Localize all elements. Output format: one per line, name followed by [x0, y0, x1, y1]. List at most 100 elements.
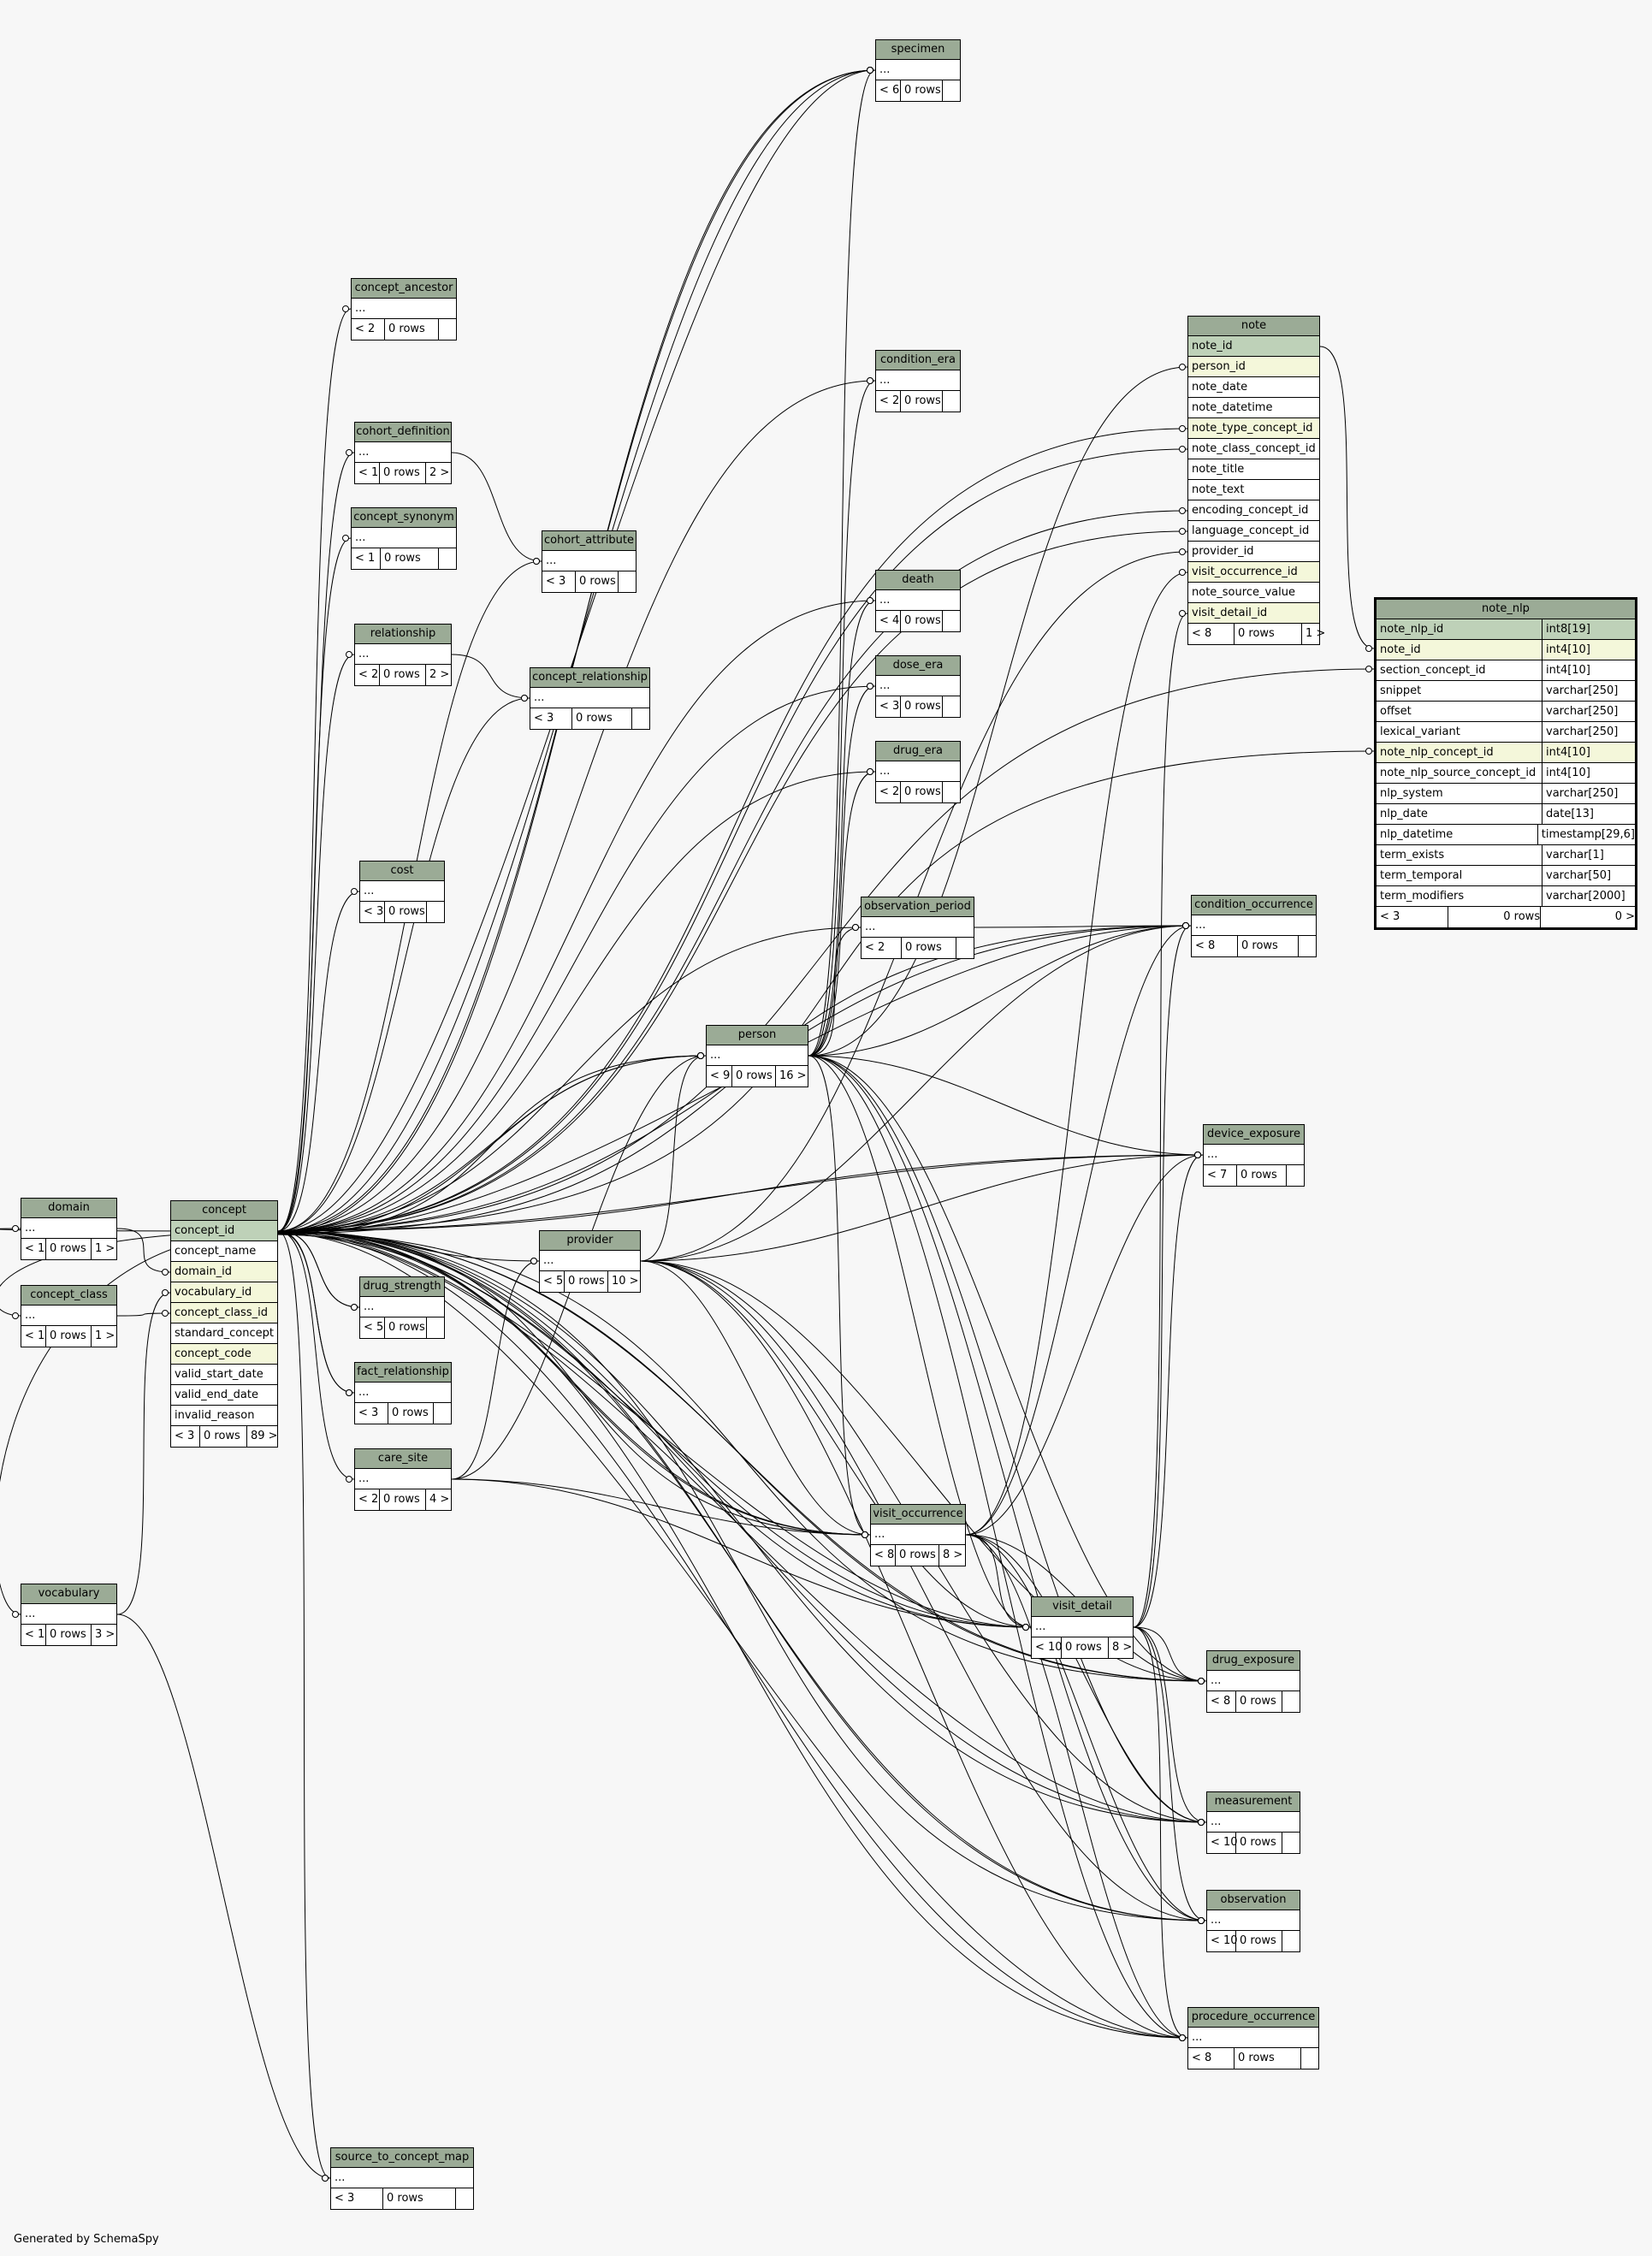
table-title[interactable]: drug_strength	[360, 1277, 444, 1297]
parent-count: < 6	[876, 80, 901, 101]
table-title[interactable]: concept_ancestor	[352, 279, 456, 299]
table-title[interactable]: cohort_definition	[355, 423, 451, 442]
relationship-endpoint	[1022, 1624, 1029, 1631]
column-row: ...	[876, 761, 960, 782]
row-count: 0 rows	[380, 463, 426, 483]
row-count: 0 rows	[388, 1403, 434, 1424]
table-title[interactable]: visit_occurrence	[871, 1505, 965, 1525]
table-title[interactable]: note	[1188, 317, 1319, 336]
table-title[interactable]: condition_occurrence	[1192, 896, 1316, 915]
column-row: ...	[1207, 1910, 1300, 1931]
table-title[interactable]: measurement	[1207, 1792, 1300, 1812]
table-title[interactable]: drug_exposure	[1207, 1651, 1300, 1671]
table-title[interactable]: cost	[360, 862, 444, 881]
column-row: ...	[1032, 1617, 1133, 1637]
table-title[interactable]: cohort_attribute	[542, 531, 636, 551]
column-row: invalid_reason	[171, 1406, 277, 1426]
table-title[interactable]: source_to_concept_map	[331, 2148, 473, 2168]
table-title[interactable]: concept_relationship	[530, 668, 649, 688]
relationship-endpoint	[852, 924, 859, 931]
table-title[interactable]: dose_era	[876, 656, 960, 676]
child-count: 4 >	[429, 1493, 450, 1506]
column-type: date[13]	[1546, 808, 1594, 820]
relationship-line	[965, 1154, 1204, 1536]
table-title[interactable]: concept_synonym	[352, 508, 456, 528]
table-title[interactable]: fact_relationship	[355, 1363, 451, 1383]
relationship-line	[277, 1154, 1204, 1232]
column-row: note_date	[1188, 377, 1319, 398]
column-row: provider_id	[1188, 542, 1319, 562]
column-row: ...	[530, 688, 649, 708]
table-title[interactable]: person	[707, 1026, 808, 1045]
table-title[interactable]: death	[876, 571, 960, 590]
table-title[interactable]: vocabulary	[21, 1584, 116, 1604]
column-row: note_class_concept_id	[1188, 439, 1319, 459]
relationship-line	[277, 537, 352, 1232]
relationship-line	[808, 1055, 1207, 1921]
parent-count: < 3	[876, 696, 901, 717]
table-title[interactable]: concept	[171, 1201, 277, 1221]
table-title[interactable]: observation_period	[862, 897, 974, 917]
table-title[interactable]: note_nlp	[1377, 600, 1635, 619]
relationship-endpoint	[1198, 1819, 1205, 1826]
table-title[interactable]: observation	[1207, 1891, 1300, 1910]
table-title[interactable]: domain	[21, 1199, 116, 1218]
table-title[interactable]: visit_detail	[1032, 1597, 1133, 1617]
column-row: ...	[21, 1306, 116, 1326]
relationship-endpoint	[862, 1531, 868, 1538]
parent-count: < 1	[355, 463, 380, 483]
relationship-line	[640, 925, 1192, 1262]
table-title[interactable]: specimen	[876, 40, 960, 60]
column-type: varchar[250]	[1546, 787, 1619, 800]
relationship-line	[1133, 1626, 1207, 1823]
column-row: ...	[21, 1218, 116, 1239]
table-title[interactable]: drug_era	[876, 742, 960, 761]
relationship-endpoint	[162, 1269, 169, 1276]
table-title[interactable]: care_site	[355, 1449, 451, 1469]
relationship-endpoint	[1182, 922, 1189, 929]
table-title[interactable]: device_exposure	[1204, 1125, 1304, 1145]
table-title[interactable]: concept_class	[21, 1286, 116, 1306]
table-title[interactable]: procedure_occurrence	[1188, 2008, 1318, 2028]
table-title[interactable]: condition_era	[876, 351, 960, 370]
table-title[interactable]: provider	[540, 1231, 640, 1251]
table-title[interactable]: relationship	[355, 625, 451, 644]
relationship-endpoint	[1022, 1624, 1029, 1631]
